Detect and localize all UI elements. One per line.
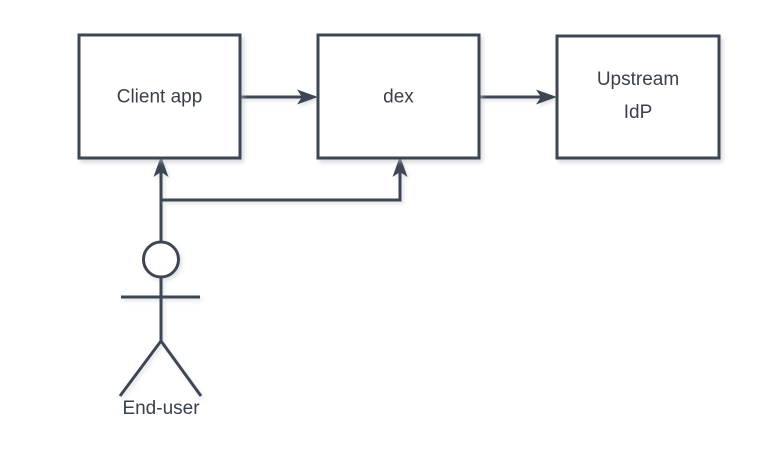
node-upstream-idp[interactable]: Upstream IdP <box>555 34 721 160</box>
node-client-app[interactable]: Client app <box>77 33 242 160</box>
actor-left-leg-line <box>118 340 163 397</box>
node-upstream-idp-label-line2: IdP <box>624 102 653 123</box>
actor-end-user-label: End-user <box>122 398 200 419</box>
node-dex-label: dex <box>383 87 414 108</box>
node-dex[interactable]: dex <box>316 33 481 160</box>
edge-client-app-to-dex <box>240 89 318 105</box>
actor-end-user[interactable] <box>118 240 203 397</box>
node-upstream-idp-label-line1: Upstream <box>597 69 679 90</box>
actor-right-leg-line <box>159 340 203 397</box>
edge-end-user-to-dex <box>161 156 408 202</box>
edge-dex-to-upstream-idp <box>479 89 557 105</box>
node-client-app-label: Client app <box>117 87 203 108</box>
actor-head-icon <box>142 240 180 279</box>
